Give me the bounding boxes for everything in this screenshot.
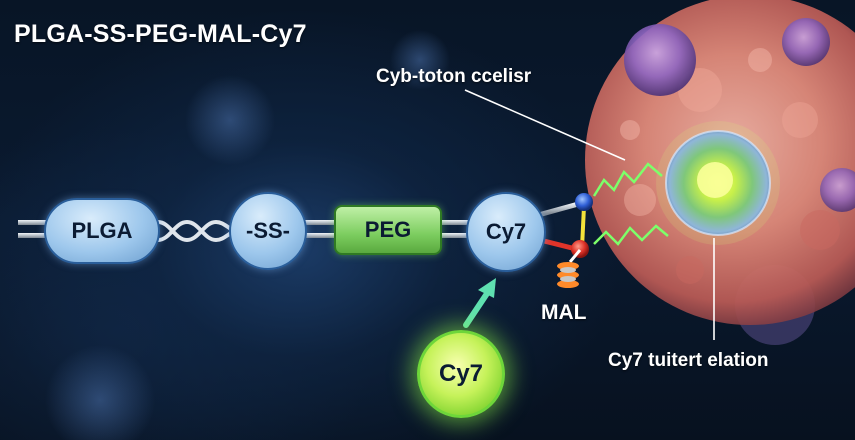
blue-atom bbox=[575, 193, 593, 211]
purple-vesicle bbox=[782, 18, 830, 66]
peg-node: PEG bbox=[334, 205, 442, 255]
binding-arrow bbox=[463, 278, 496, 328]
free-cy7-dye: Cy7 bbox=[417, 330, 505, 418]
cell-label: Cyb-toton ccelisr bbox=[376, 66, 532, 87]
purple-vesicle bbox=[820, 168, 855, 212]
cy7-node: Cy7 bbox=[466, 192, 546, 272]
signal-zigzag-lower bbox=[593, 224, 669, 246]
bokeh-sphere bbox=[45, 345, 155, 440]
backbone-rails bbox=[18, 220, 470, 238]
plga-node: PLGA bbox=[44, 198, 160, 264]
purple-vesicle bbox=[624, 24, 696, 96]
bokeh-sphere bbox=[185, 75, 275, 165]
diagram-title: PLGA-SS-PEG-MAL-Cy7 bbox=[14, 20, 307, 48]
twisted-linker bbox=[156, 219, 233, 243]
mal-label: MAL bbox=[541, 301, 587, 324]
cell-callout-line bbox=[464, 89, 626, 161]
signal-zigzag-upper bbox=[592, 162, 663, 197]
target-label: Cy7 tuitert elation bbox=[608, 350, 769, 371]
disulfide-node: -SS- bbox=[229, 192, 307, 270]
glowing-target-vesicle bbox=[656, 121, 780, 245]
bokeh-sphere bbox=[390, 30, 450, 90]
mal-branch bbox=[537, 193, 593, 288]
